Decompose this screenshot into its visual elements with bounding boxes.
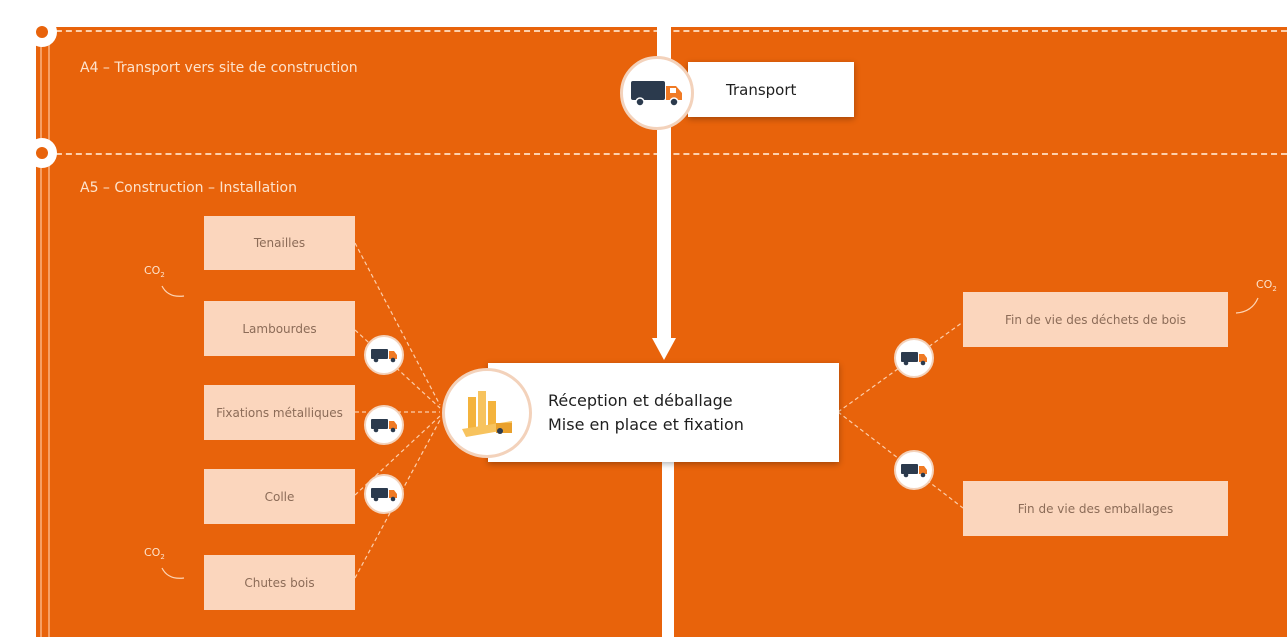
connector-tenailles (354, 242, 441, 406)
main-flow-line-bottom (662, 460, 674, 637)
central-process-box: Réception et déballage Mise en place et … (488, 363, 839, 462)
transport-truck-badge (620, 56, 694, 130)
truck-icon (371, 488, 397, 502)
output-box-fin-vie-emballages: Fin de vie des emballages (963, 481, 1228, 536)
unboxing-badge (442, 368, 532, 458)
truck-badge-colle (364, 474, 404, 514)
truck-badge-fin-vie-bois (894, 338, 934, 378)
truck-icon (371, 349, 397, 363)
truck-icon (631, 81, 682, 107)
co2-label-lambourdes: CO2 (144, 264, 165, 280)
input-box-chutes-bois: Chutes bois (204, 555, 355, 610)
phase-a4-marker (27, 17, 57, 47)
phase-a5-marker (27, 138, 57, 168)
boxes-icon (462, 391, 512, 437)
truck-badge-fixations (364, 405, 404, 445)
input-label-chutes-bois: Chutes bois (244, 575, 315, 590)
connector-chutes (354, 419, 441, 579)
phase-a5-title: A5 – Construction – Installation (80, 180, 297, 196)
input-box-fixations: Fixations métalliques (204, 385, 355, 440)
output-label-fin-vie-emballages: Fin de vie des emballages (1017, 501, 1174, 516)
output-box-fin-vie-bois: Fin de vie des déchets de bois (963, 292, 1228, 347)
truck-icon (371, 419, 397, 433)
transport-box: Transport (688, 62, 854, 117)
central-line-2: Mise en place et fixation (548, 414, 744, 434)
input-label-tenailles: Tenailles (253, 236, 306, 250)
input-label-lambourdes: Lambourdes (242, 321, 317, 336)
co2-label-chutes: CO2 (144, 546, 165, 562)
connector-colle (354, 415, 441, 496)
input-box-colle: Colle (204, 469, 355, 524)
input-label-fixations: Fixations métalliques (216, 405, 343, 420)
truck-icon (901, 464, 927, 478)
truck-badge-fin-vie-emballages (894, 450, 934, 490)
main-flow-arrow (652, 338, 676, 360)
co2-arrow-lambourdes (161, 285, 185, 297)
truck-icon (901, 352, 927, 366)
co2-arrow-chutes (161, 567, 185, 579)
central-line-1: Réception et déballage (548, 390, 733, 410)
timeline-rail (40, 30, 50, 637)
transport-label: Transport (726, 80, 797, 99)
input-box-lambourdes: Lambourdes (204, 301, 355, 356)
output-label-fin-vie-bois: Fin de vie des déchets de bois (1004, 312, 1186, 327)
input-label-colle: Colle (264, 489, 295, 504)
input-box-tenailles: Tenailles (204, 216, 355, 270)
truck-badge-lambourdes (364, 335, 404, 375)
co2-label-output: CO2 (1256, 278, 1277, 294)
co2-arrow-output (1235, 297, 1259, 314)
phase-a4-title: A4 – Transport vers site de construction (80, 60, 358, 76)
